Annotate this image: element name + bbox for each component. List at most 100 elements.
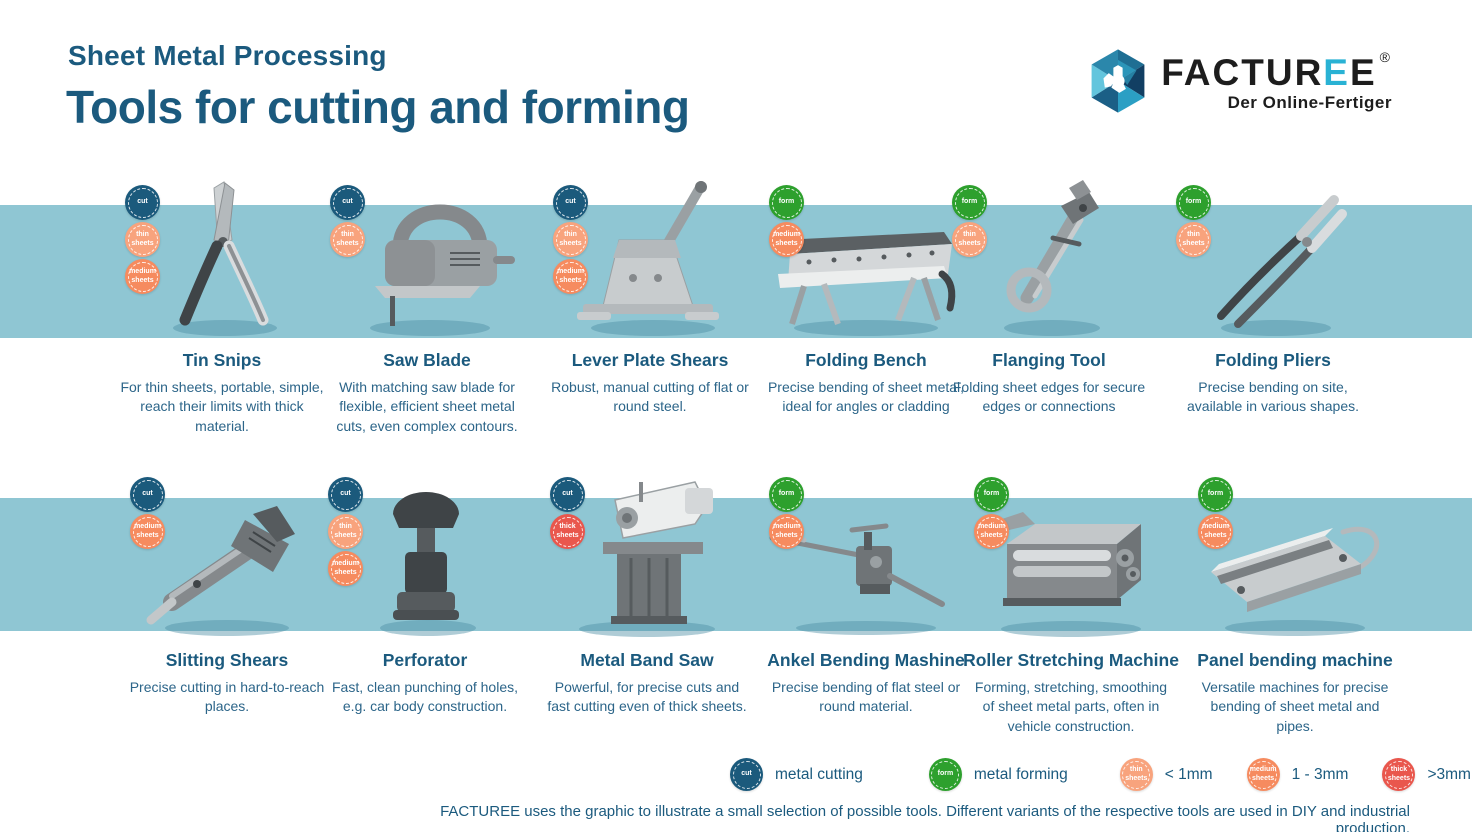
- form-badge: form: [974, 477, 1009, 512]
- form-badge: form: [1198, 477, 1233, 512]
- tool-description: Precise cutting in hard-to-reach places.: [129, 679, 325, 715]
- form-badge: form: [1176, 185, 1211, 220]
- tool-description: With matching saw blade for flexible, ef…: [336, 379, 518, 434]
- perforator-image: [379, 492, 476, 636]
- legend: cut metal cutting form metal forming thi…: [730, 758, 1471, 791]
- tool-name: Ankel Bending Mashine: [767, 650, 965, 670]
- tool-name: Folding Bench: [805, 350, 927, 370]
- tool-name: Tin Snips: [182, 350, 262, 370]
- form-badge: form: [769, 185, 804, 220]
- cut-badge: cut: [550, 477, 585, 512]
- tool-name: Folding Pliers: [1215, 350, 1331, 370]
- slitting-shears-image: [146, 506, 295, 636]
- roller-stretching-machine-image: [998, 512, 1141, 637]
- tool-description: Precise bending on site, available in va…: [1187, 379, 1359, 415]
- folding-pliers-image: [1216, 195, 1347, 336]
- tool-name: Roller Stretching Machine: [963, 650, 1179, 670]
- panel-bending-machine-image: [1210, 526, 1379, 636]
- form-badge: form: [928, 758, 962, 791]
- legend-label: < 1mm: [1164, 765, 1213, 783]
- form-legend-badge: form: [928, 758, 962, 791]
- saw-blade-image: [369, 204, 515, 336]
- legend-label: metal forming: [973, 765, 1068, 783]
- wordmark-prefix: FACTUR: [1161, 52, 1324, 93]
- cut-legend-badge: cut: [730, 758, 763, 791]
- cut-badge: cut: [125, 185, 160, 220]
- tool-description: Folding sheet edges for secure edges or …: [952, 379, 1146, 415]
- tool-description: Fast, clean punching of holes, e.g. car …: [331, 679, 518, 715]
- flanging-tool-image: [1003, 180, 1100, 336]
- page-kicker: Sheet Metal Processing: [68, 40, 387, 71]
- form-badge: form: [952, 185, 987, 220]
- tool-description: Powerful, for precise cuts and fast cutt…: [547, 679, 747, 715]
- folding-bench-image: [777, 232, 955, 336]
- tool-name: Slitting Shears: [165, 650, 289, 670]
- wordmark-last-e: E: [1349, 52, 1377, 93]
- tool-description: Precise bending of flat steel or round m…: [771, 679, 961, 715]
- tool-description: For thin sheets, portable, simple, reach…: [120, 379, 324, 434]
- legend-label: metal cutting: [775, 765, 863, 783]
- tool-description: Versatile machines for precise bending o…: [1201, 679, 1389, 734]
- registered-mark: ®: [1379, 49, 1392, 65]
- tool-description: Forming, stretching, smoothing of sheet …: [974, 679, 1168, 734]
- legend-label: 1 - 3mm: [1291, 765, 1349, 783]
- tool-name: Panel bending machine: [1197, 650, 1393, 670]
- tin-snips-image: [172, 181, 277, 336]
- facturee-logo-icon: [1091, 49, 1145, 113]
- cut-badge: cut: [730, 758, 763, 791]
- tool-description: Robust, manual cutting of flat or round …: [551, 379, 749, 415]
- tool-name: Metal Band Saw: [580, 650, 714, 670]
- cut-badge: cut: [553, 185, 588, 220]
- legend-item-metal-forming: form metal forming: [928, 758, 1068, 791]
- wordmark-accent-e: E: [1323, 52, 1350, 93]
- lever-plate-shears-image: [576, 181, 719, 336]
- tool-description: Precise bending of sheet metal, ideal fo…: [767, 379, 965, 415]
- legend-item-metal-cutting: cut metal cutting: [730, 758, 863, 791]
- cut-badge: cut: [328, 477, 363, 512]
- legend-label: >3mm: [1427, 765, 1471, 783]
- cut-badge: cut: [330, 185, 365, 220]
